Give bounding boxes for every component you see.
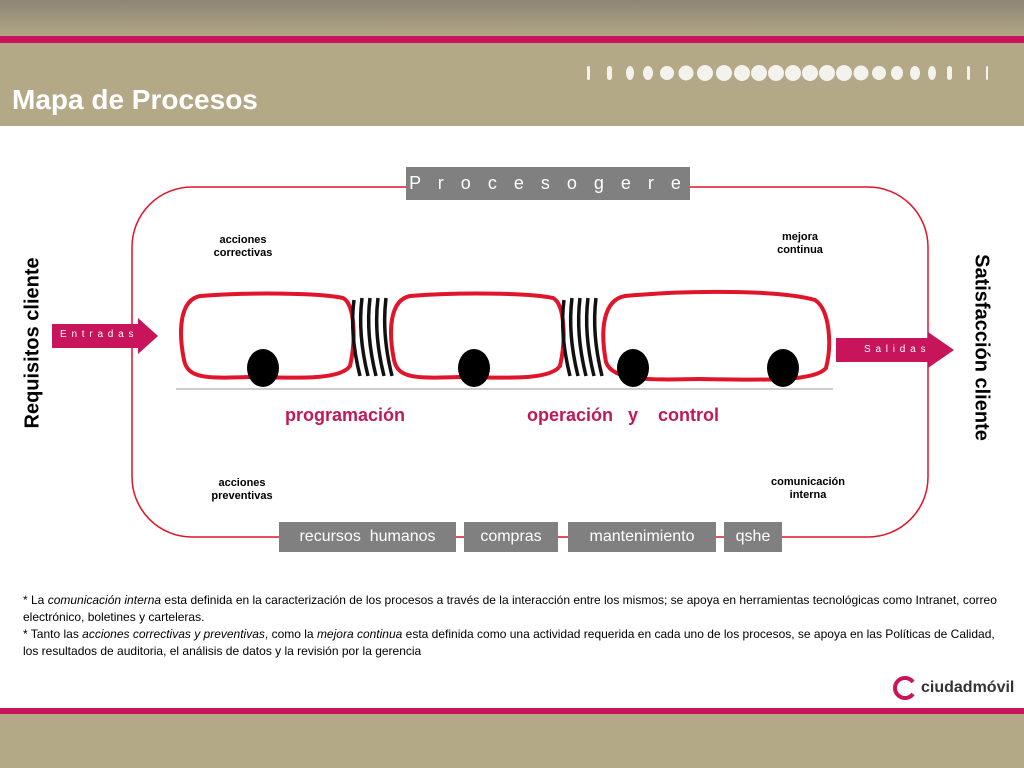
header-band	[0, 43, 1024, 126]
bottom-accent-line	[0, 708, 1024, 714]
top-accent-line	[0, 36, 1024, 43]
top-strip	[0, 0, 1024, 36]
wheel-2	[458, 349, 490, 387]
input-arrow	[52, 318, 158, 354]
stage-programacion: programación	[285, 405, 406, 425]
footnote-2: * Tanto las acciones correctivas y preve…	[23, 627, 995, 658]
left-vertical-label: Requisitos cliente	[21, 257, 44, 429]
spring-1	[350, 297, 394, 377]
box-recursos-humanos: recursos humanos	[279, 522, 456, 552]
footnote-1: * La comunicación interna esta definida …	[23, 593, 997, 624]
footnotes: * La comunicación interna esta definida …	[23, 592, 1003, 660]
input-arrow-label: E n t r a d a s	[60, 329, 135, 340]
page-title: Mapa de Procesos	[12, 84, 258, 115]
wheel-4	[767, 349, 799, 387]
label-comunicacion-interna: comunicación interna	[771, 476, 845, 501]
label-mejora-continua: mejora continua	[777, 231, 823, 256]
label-acciones-preventivas: acciones preventivas	[211, 477, 273, 502]
output-arrow-label: S a l i d a s	[864, 344, 927, 355]
decorative-dots	[587, 65, 988, 81]
loop-programacion	[179, 291, 356, 380]
output-arrow	[836, 332, 954, 368]
wheel-1	[247, 349, 279, 387]
logo-text: ciudadmóvil	[921, 679, 1015, 696]
wheel-3	[617, 349, 649, 387]
loop-operacion	[389, 291, 566, 380]
box-mantenimiento: mantenimiento	[568, 522, 716, 552]
logo-mark-icon	[893, 676, 915, 700]
label-acciones-correctivas: acciones correctivas	[213, 234, 273, 259]
right-vertical-label: Satisfacción cliente	[970, 254, 993, 441]
box-qshe: qshe	[724, 522, 782, 552]
footer-band	[0, 714, 1024, 768]
stage-operacion-control: operación y control	[527, 405, 720, 425]
proceso-gerencial-box: P r o c e s o g e r e n c i a l	[406, 167, 690, 226]
ciudadmovil-logo: ciudadmóvil	[893, 676, 1014, 700]
spring-2	[560, 297, 604, 377]
box-compras: compras	[464, 522, 558, 552]
